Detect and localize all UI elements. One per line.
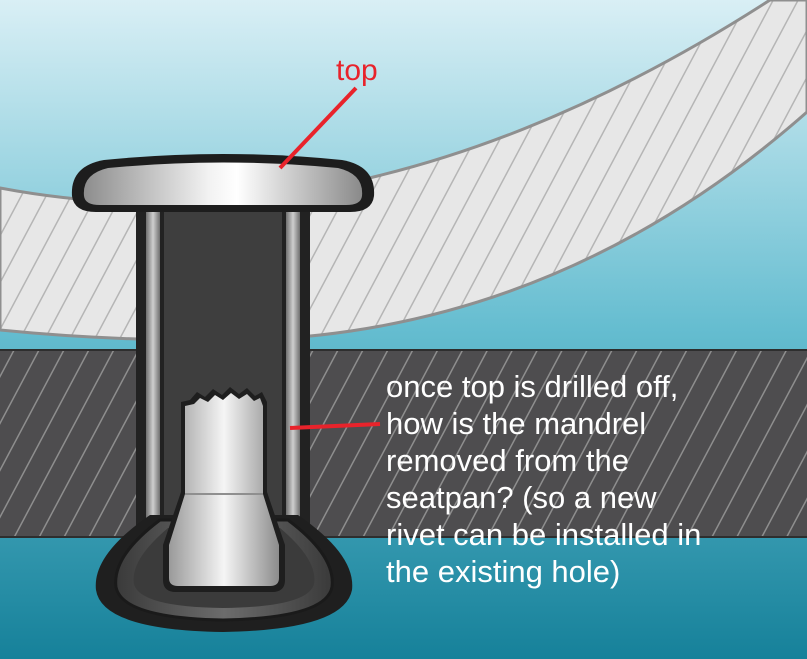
question-line: once top is drilled off, — [386, 369, 678, 404]
top-pointer-line — [278, 86, 358, 170]
rivet-head-face — [83, 162, 363, 205]
top-label: top — [336, 54, 378, 87]
question-pointer-line — [289, 422, 381, 430]
question-line: seatpan? (so a new — [386, 480, 657, 515]
question-line: the existing hole) — [386, 554, 620, 589]
question-line: removed from the — [386, 443, 629, 478]
mandrel — [163, 387, 285, 592]
dark-plate — [0, 350, 807, 537]
question-text: once top is drilled off, how is the mand… — [386, 369, 710, 589]
question-line: how is the mandrel — [386, 406, 646, 441]
question-line: rivet can be installed in — [386, 517, 701, 552]
